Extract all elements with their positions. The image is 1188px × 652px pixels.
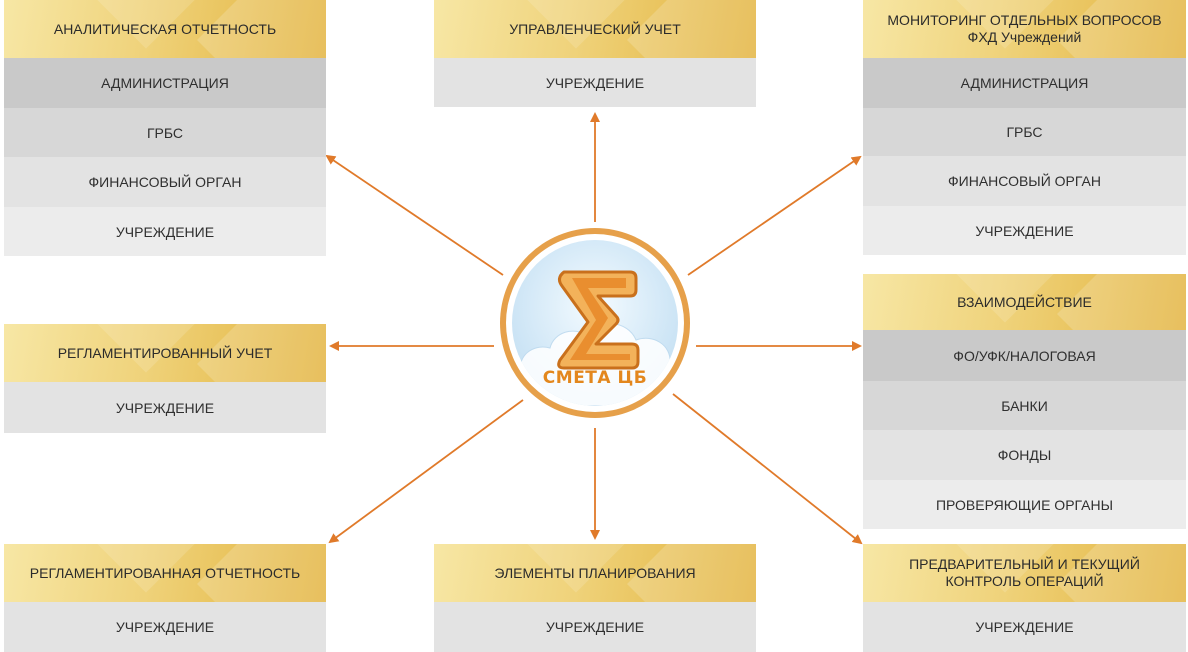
block-row: УЧРЕЖДЕНИЕ — [434, 58, 756, 107]
block-header: ПРЕДВАРИТЕЛЬНЫЙ И ТЕКУЩИЙ КОНТРОЛЬ ОПЕРА… — [863, 544, 1186, 602]
block-header: МОНИТОРИНГ ОТДЕЛЬНЫХ ВОПРОСОВ ФХД Учрежд… — [863, 0, 1186, 58]
arrow-to-regulated-reporting — [328, 399, 524, 544]
block-title-line1: МОНИТОРИНГ ОТДЕЛЬНЫХ ВОПРОСОВ — [887, 12, 1162, 29]
block-row: УЧРЕЖДЕНИЕ — [4, 602, 326, 652]
block-row: ГРБС — [4, 108, 326, 157]
block-header: УПРАВЛЕНЧЕСКИЙ УЧЕТ — [434, 0, 756, 58]
block-planning: ЭЛЕМЕНТЫ ПЛАНИРОВАНИЯ УЧРЕЖДЕНИЕ — [434, 544, 756, 652]
block-regulated-reporting: РЕГЛАМЕНТИРОВАННАЯ ОТЧЕТНОСТЬ УЧРЕЖДЕНИЕ — [4, 544, 326, 652]
block-row: ФОНДЫ — [863, 430, 1186, 480]
block-row: УЧРЕЖДЕНИЕ — [4, 207, 326, 256]
block-row: БАНКИ — [863, 381, 1186, 430]
block-header: РЕГЛАМЕНТИРОВАННЫЙ УЧЕТ — [4, 324, 326, 382]
block-title: ВЗАИМОДЕЙСТВИЕ — [957, 293, 1092, 310]
block-title: АНАЛИТИЧЕСКАЯ ОТЧЕТНОСТЬ — [53, 20, 277, 37]
block-title: ЭЛЕМЕНТЫ ПЛАНИРОВАНИЯ — [494, 564, 696, 581]
block-operations-control: ПРЕДВАРИТЕЛЬНЫЙ И ТЕКУЩИЙ КОНТРОЛЬ ОПЕРА… — [863, 544, 1186, 652]
arrow-to-analytical — [325, 154, 504, 276]
arrow-to-monitoring — [687, 155, 862, 276]
block-row: УЧРЕЖДЕНИЕ — [4, 382, 326, 433]
block-header: ЭЛЕМЕНТЫ ПЛАНИРОВАНИЯ — [434, 544, 756, 602]
block-row: ФИНАНСОВЫЙ ОРГАН — [4, 157, 326, 207]
block-analytical-reporting: АНАЛИТИЧЕСКАЯ ОТЧЕТНОСТЬ АДМИНИСТРАЦИЯ Г… — [4, 0, 326, 256]
block-title: РЕГЛАМЕНТИРОВАННАЯ ОТЧЕТНОСТЬ — [29, 564, 301, 581]
block-title: УПРАВЛЕНЧЕСКИЙ УЧЕТ — [509, 20, 681, 37]
block-monitoring: МОНИТОРИНГ ОТДЕЛЬНЫХ ВОПРОСОВ ФХД Учрежд… — [863, 0, 1186, 255]
block-row: АДМИНИСТРАЦИЯ — [863, 58, 1186, 108]
block-title-line2: ФХД Учреждений — [967, 29, 1082, 45]
block-regulated-accounting: РЕГЛАМЕНТИРОВАННЫЙ УЧЕТ УЧРЕЖДЕНИЕ — [4, 324, 326, 433]
block-interaction: ВЗАИМОДЕЙСТВИЕ ФО/УФК/НАЛОГОВАЯ БАНКИ ФО… — [863, 274, 1186, 529]
block-row: ФО/УФК/НАЛОГОВАЯ — [863, 330, 1186, 381]
block-row: ПРОВЕРЯЮЩИЕ ОРГАНЫ — [863, 480, 1186, 529]
smeta-cb-logo: СМЕТА ЦБ — [500, 228, 690, 418]
block-row: УЧРЕЖДЕНИЕ — [863, 602, 1186, 652]
logo-sky-circle: СМЕТА ЦБ — [512, 240, 678, 406]
block-row: УЧРЕЖДЕНИЕ — [863, 206, 1186, 255]
block-row: ФИНАНСОВЫЙ ОРГАН — [863, 156, 1186, 206]
logo-label: СМЕТА ЦБ — [542, 368, 648, 388]
block-row: АДМИНИСТРАЦИЯ — [4, 58, 326, 108]
block-row: ГРБС — [863, 108, 1186, 156]
logo-inner-ring: СМЕТА ЦБ — [506, 234, 684, 412]
block-row: УЧРЕЖДЕНИЕ — [434, 602, 756, 652]
block-title-line2: КОНТРОЛЬ ОПЕРАЦИЙ — [945, 573, 1104, 589]
arrow-to-control — [672, 393, 863, 545]
block-header: АНАЛИТИЧЕСКАЯ ОТЧЕТНОСТЬ — [4, 0, 326, 58]
block-management-accounting: УПРАВЛЕНЧЕСКИЙ УЧЕТ УЧРЕЖДЕНИЕ — [434, 0, 756, 107]
block-title: РЕГЛАМЕНТИРОВАННЫЙ УЧЕТ — [57, 344, 273, 361]
sigma-icon — [519, 270, 671, 406]
block-header: РЕГЛАМЕНТИРОВАННАЯ ОТЧЕТНОСТЬ — [4, 544, 326, 602]
block-title-line1: ПРЕДВАРИТЕЛЬНЫЙ И ТЕКУЩИЙ — [909, 556, 1140, 573]
block-header: ВЗАИМОДЕЙСТВИЕ — [863, 274, 1186, 330]
